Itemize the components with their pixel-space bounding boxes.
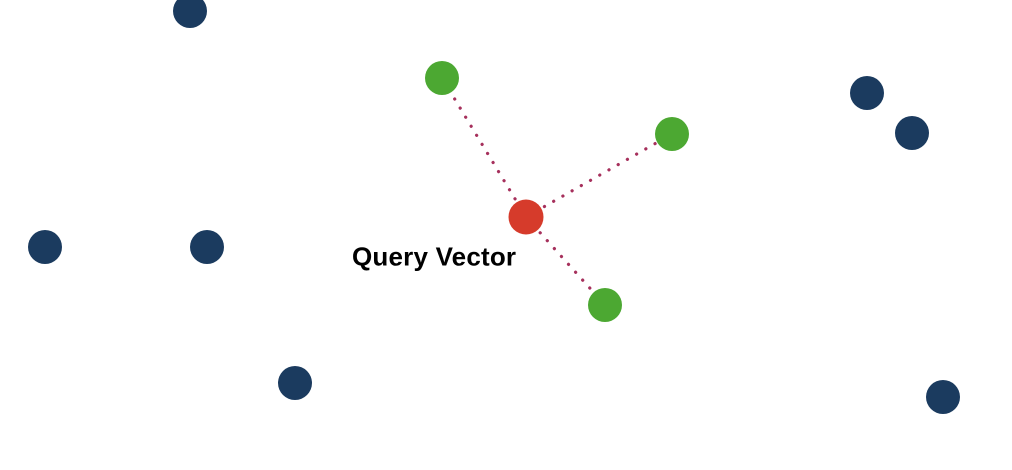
nearest-neighbor-point (655, 117, 689, 151)
data-point (173, 0, 207, 28)
similarity-edge (524, 215, 607, 307)
data-point (28, 230, 62, 264)
similarity-edge (440, 76, 528, 219)
nearest-neighbor-point (588, 288, 622, 322)
data-point (278, 366, 312, 400)
data-point (190, 230, 224, 264)
data-point (895, 116, 929, 150)
data-point (850, 76, 884, 110)
query-vector-label: Query Vector (352, 241, 517, 272)
data-point (926, 380, 960, 414)
nearest-neighbor-point (425, 61, 459, 95)
query-point (508, 199, 544, 235)
similarity-edge (524, 132, 674, 219)
